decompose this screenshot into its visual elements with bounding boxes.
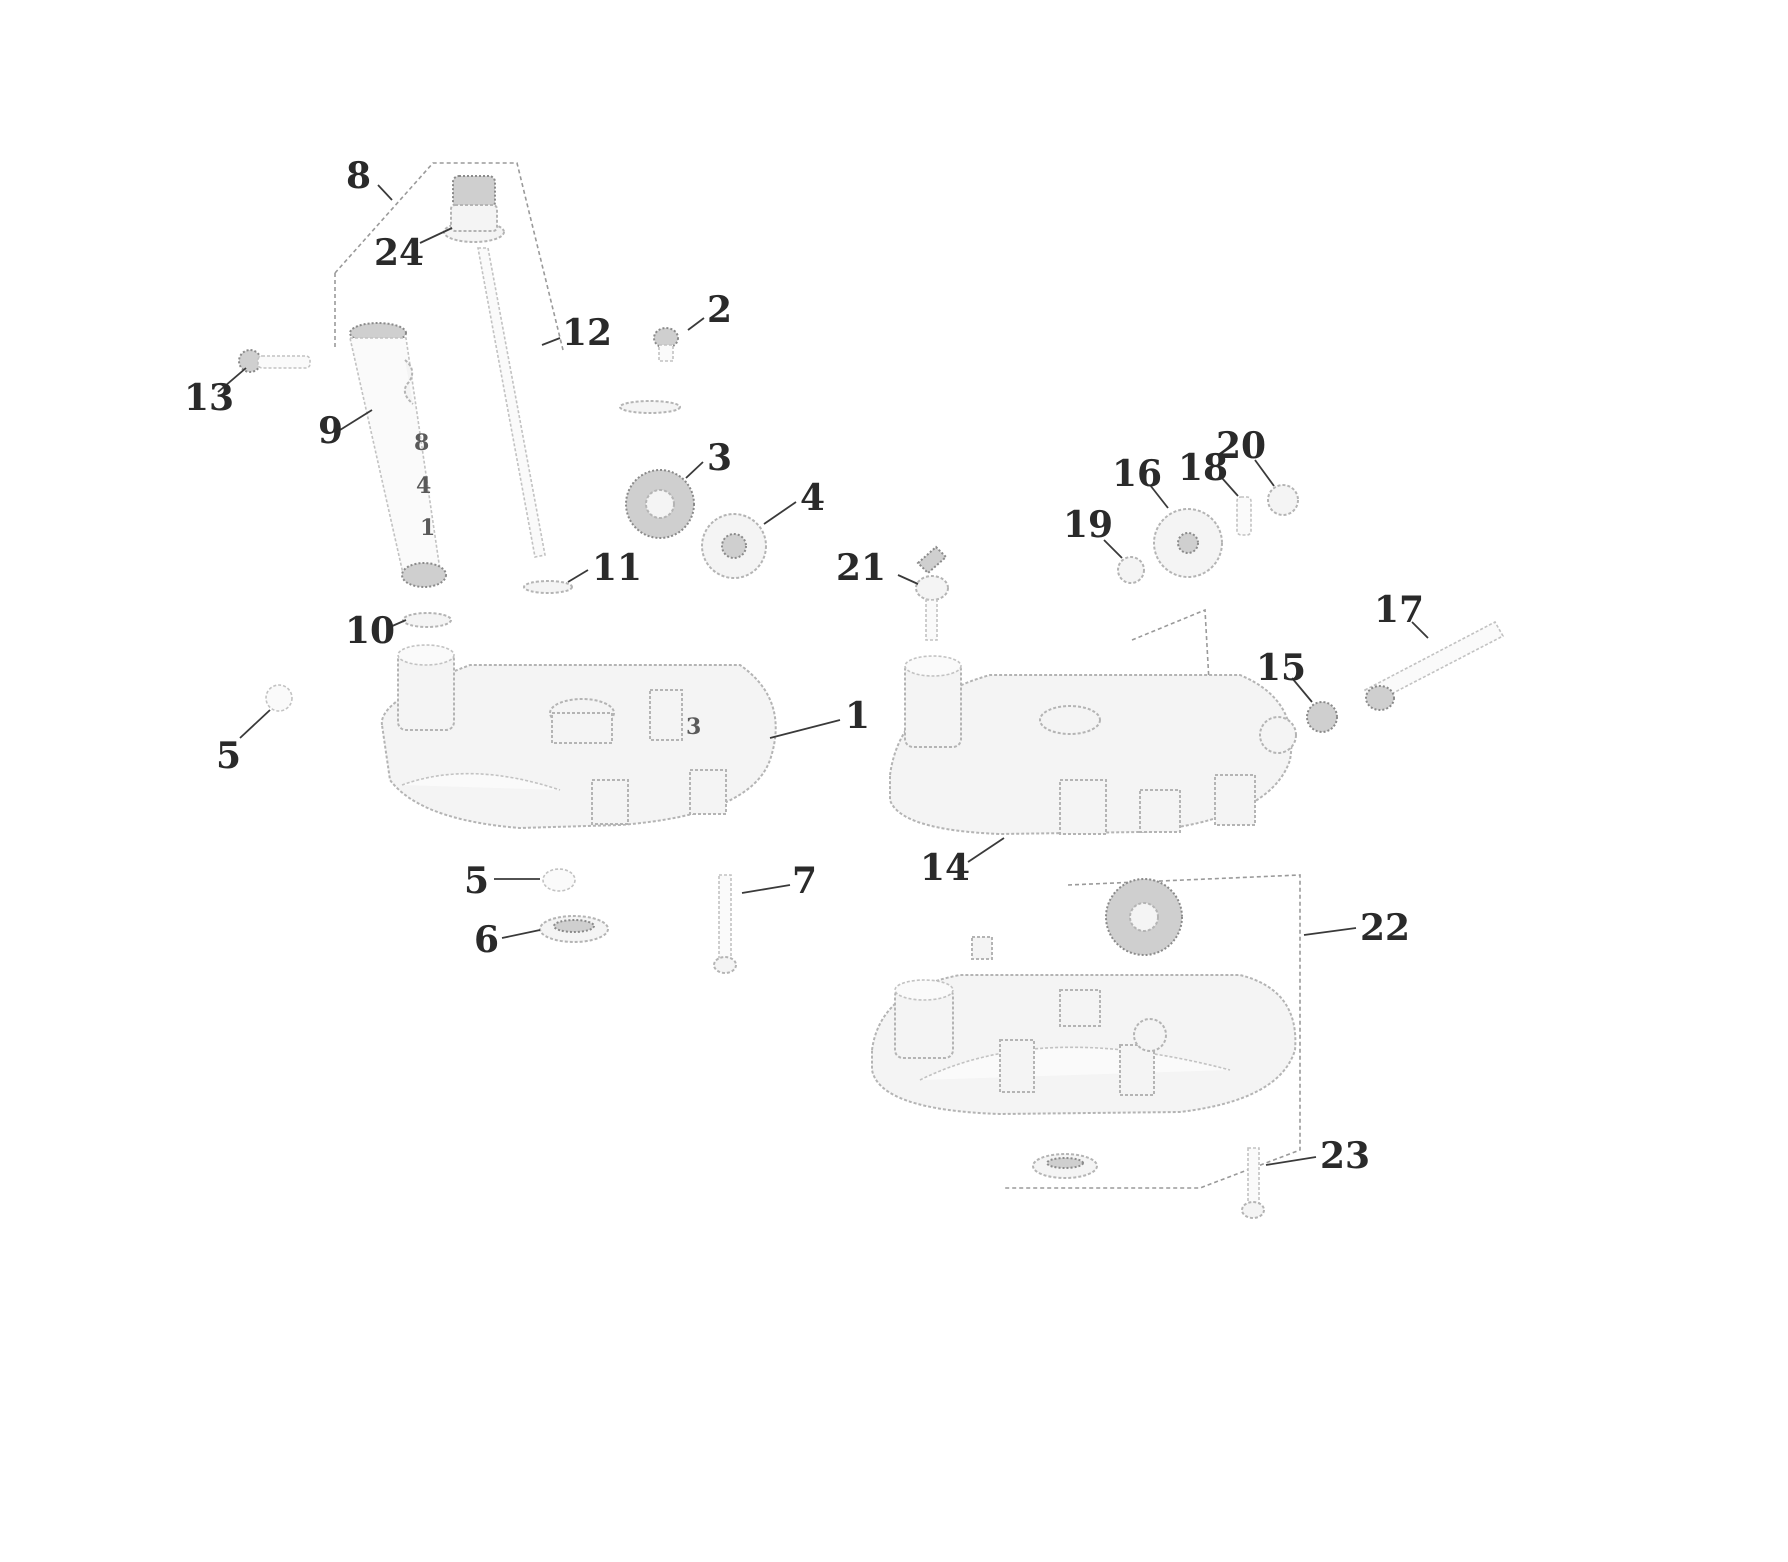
callout-5-lower: 5 xyxy=(464,860,489,902)
callout-5-upper: 5 xyxy=(216,735,241,777)
callout-1: 1 xyxy=(845,695,870,737)
bolt-23-part xyxy=(1241,1147,1265,1219)
callout-9: 9 xyxy=(318,410,343,452)
callout-16: 16 xyxy=(1112,453,1162,495)
callout-10: 10 xyxy=(345,610,395,652)
callout-3: 3 xyxy=(707,437,732,479)
callout-11: 11 xyxy=(592,547,642,589)
fill-tube-part xyxy=(349,322,447,588)
callout-12: 12 xyxy=(562,312,612,354)
shim-disk-part xyxy=(619,400,681,414)
crankcase-cover-22-part xyxy=(871,974,1297,1116)
bolt-13-part xyxy=(238,349,311,373)
dipstick-rod-part xyxy=(477,247,546,558)
o-ring-part xyxy=(402,612,452,628)
bolt-7-part xyxy=(713,874,737,974)
callout-21: 21 xyxy=(836,547,886,589)
right-cover-housing-part xyxy=(889,655,1297,836)
crankcase-seal-part xyxy=(1032,1153,1098,1179)
inner-callout-8: 8 xyxy=(414,430,429,456)
inner-callout-4: 4 xyxy=(416,473,431,499)
pin-18-part xyxy=(1236,496,1252,536)
seal-ring-part xyxy=(523,580,573,594)
callout-4: 4 xyxy=(800,477,825,519)
gear-4-part xyxy=(701,513,767,579)
callout-19: 19 xyxy=(1063,504,1113,546)
callout-24: 24 xyxy=(374,232,424,274)
group-bracket-crankcase-cover xyxy=(1005,874,1301,1189)
callout-18: 18 xyxy=(1178,447,1228,489)
washer-20-part xyxy=(1267,484,1299,516)
inner-callout-3: 3 xyxy=(686,714,701,740)
group-bracket-dipstick xyxy=(334,162,564,351)
dipstick-cap-part xyxy=(443,175,505,243)
plug-5-lower-part xyxy=(542,868,576,892)
plug-5-upper-part xyxy=(265,684,293,712)
inner-callout-1: 1 xyxy=(420,515,435,541)
plug-2-part xyxy=(653,327,679,362)
callout-17: 17 xyxy=(1374,589,1424,631)
left-cover-housing-part xyxy=(380,644,777,830)
callout-6: 6 xyxy=(474,919,499,961)
shaft-17-part xyxy=(1363,620,1505,711)
breather-valve-21-part xyxy=(915,545,949,641)
nut-15-part xyxy=(1306,701,1338,733)
callout-20: 20 xyxy=(1216,425,1266,467)
callout-14: 14 xyxy=(920,847,970,889)
gear-16-part xyxy=(1153,508,1223,578)
callout-22: 22 xyxy=(1360,907,1410,949)
callout-8: 8 xyxy=(346,155,371,197)
callout-2: 2 xyxy=(707,289,732,331)
gear-3-part xyxy=(625,469,695,539)
leader-lines xyxy=(217,184,1429,1166)
small-pin-part xyxy=(971,936,993,960)
oil-seal-6-part xyxy=(539,915,609,943)
washer-19-part xyxy=(1117,556,1145,584)
callout-13: 13 xyxy=(184,377,234,419)
callout-7: 7 xyxy=(792,860,817,902)
callout-15: 15 xyxy=(1256,647,1306,689)
callout-23: 23 xyxy=(1320,1135,1370,1177)
governor-gear-part xyxy=(1105,878,1183,956)
